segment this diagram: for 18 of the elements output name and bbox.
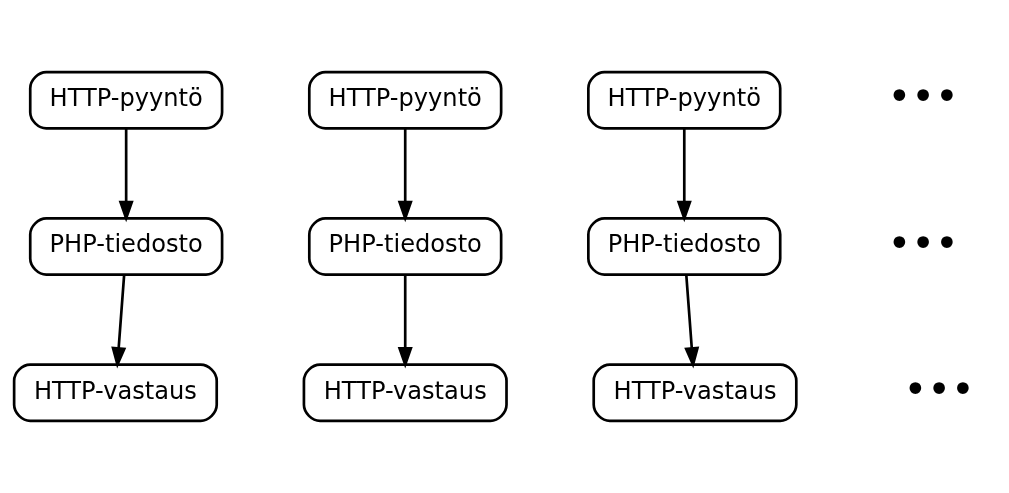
arrow bbox=[397, 128, 413, 223]
node-box: HTTP-pyyntö bbox=[28, 70, 224, 130]
label: ••• bbox=[887, 219, 959, 266]
node-box: PHP-tiedosto bbox=[28, 217, 224, 276]
arrow bbox=[397, 274, 413, 369]
node-box: HTTP-vastaus bbox=[592, 363, 798, 423]
node-box: HTTP-vastaus bbox=[302, 363, 508, 423]
arrow bbox=[118, 128, 134, 223]
label: ••• bbox=[903, 365, 975, 412]
node-box: PHP-tiedosto bbox=[307, 217, 503, 276]
arrow bbox=[684, 274, 700, 369]
node-box: PHP-tiedosto bbox=[587, 217, 782, 276]
arrow bbox=[111, 274, 127, 369]
label: ••• bbox=[887, 73, 959, 120]
node-box: HTTP-vastaus bbox=[12, 363, 219, 423]
arrow bbox=[676, 128, 692, 223]
node-box: HTTP-pyyntö bbox=[587, 70, 782, 130]
node-box: HTTP-pyyntö bbox=[307, 70, 503, 130]
